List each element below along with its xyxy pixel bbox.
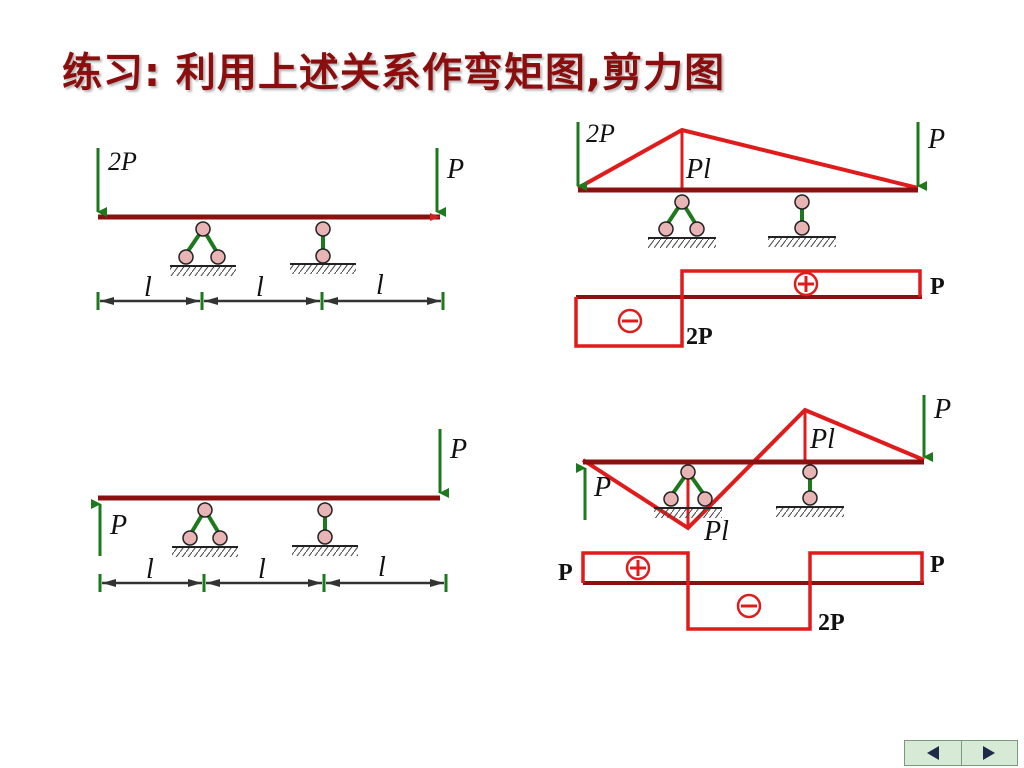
plus-sign bbox=[793, 271, 819, 297]
dimension-line: l l l bbox=[98, 552, 448, 592]
shear-diagram-negative bbox=[686, 583, 812, 631]
panel-1-beam-problem: 2P P l bbox=[96, 147, 464, 310]
svg-text:l: l bbox=[144, 272, 152, 303]
dimension-line: l l l bbox=[96, 270, 445, 310]
pin-support bbox=[170, 221, 236, 276]
prev-triangle-icon bbox=[926, 746, 939, 760]
panel-4-solution: Pl Pl P P bbox=[558, 394, 951, 636]
load-label-2p: 2P bbox=[586, 119, 615, 148]
panel-3-beam-problem: P P l l l bbox=[91, 429, 467, 592]
moment-label-pl: Pl bbox=[685, 154, 711, 185]
roller-support bbox=[290, 221, 356, 274]
shear-label-p: P bbox=[930, 274, 945, 300]
load-label-2p: 2P bbox=[108, 147, 137, 176]
svg-text:l: l bbox=[256, 272, 264, 303]
panel-2-solution: Pl 2P P bbox=[574, 119, 945, 350]
next-slide-button[interactable] bbox=[962, 741, 1018, 765]
moment-diagram bbox=[577, 127, 919, 190]
roller-support bbox=[776, 464, 844, 517]
prev-slide-button[interactable] bbox=[905, 741, 962, 765]
svg-text:l: l bbox=[258, 554, 266, 585]
shear-diagram-positive bbox=[808, 551, 924, 583]
shear-label-2p: 2P bbox=[686, 324, 713, 350]
page-title: 练习: 利用上述关系作弯矩图,剪力图 bbox=[62, 50, 726, 96]
roller-support bbox=[768, 194, 836, 247]
minus-sign bbox=[736, 593, 762, 619]
pin-support bbox=[172, 502, 238, 557]
pin-support bbox=[654, 464, 722, 518]
svg-text:l: l bbox=[378, 552, 386, 583]
moment-label-pl: Pl bbox=[809, 424, 835, 455]
beam-end-mark bbox=[430, 213, 440, 221]
shear-diagram-positive bbox=[581, 551, 690, 583]
load-label-p: P bbox=[927, 124, 945, 155]
plus-sign bbox=[625, 555, 651, 581]
reaction-label-p: P bbox=[593, 472, 611, 503]
pin-support bbox=[648, 194, 716, 248]
shear-label-p: P bbox=[558, 560, 573, 586]
reaction-label-p: P bbox=[109, 510, 127, 541]
shear-label-2p: 2P bbox=[818, 610, 845, 636]
load-label-p: P bbox=[446, 154, 464, 185]
shear-diagram-negative bbox=[574, 297, 684, 348]
load-label-p: P bbox=[933, 394, 951, 425]
svg-text:l: l bbox=[146, 554, 154, 585]
minus-sign bbox=[617, 308, 643, 334]
slide-navigation bbox=[904, 740, 1018, 766]
moment-label-pl: Pl bbox=[703, 516, 729, 547]
load-label-p: P bbox=[449, 434, 467, 465]
shear-diagram-positive bbox=[680, 269, 922, 297]
svg-text:l: l bbox=[376, 270, 384, 301]
shear-label-p: P bbox=[930, 552, 945, 578]
moment-diagram bbox=[581, 407, 925, 531]
next-triangle-icon bbox=[983, 746, 996, 760]
roller-support bbox=[292, 502, 358, 556]
